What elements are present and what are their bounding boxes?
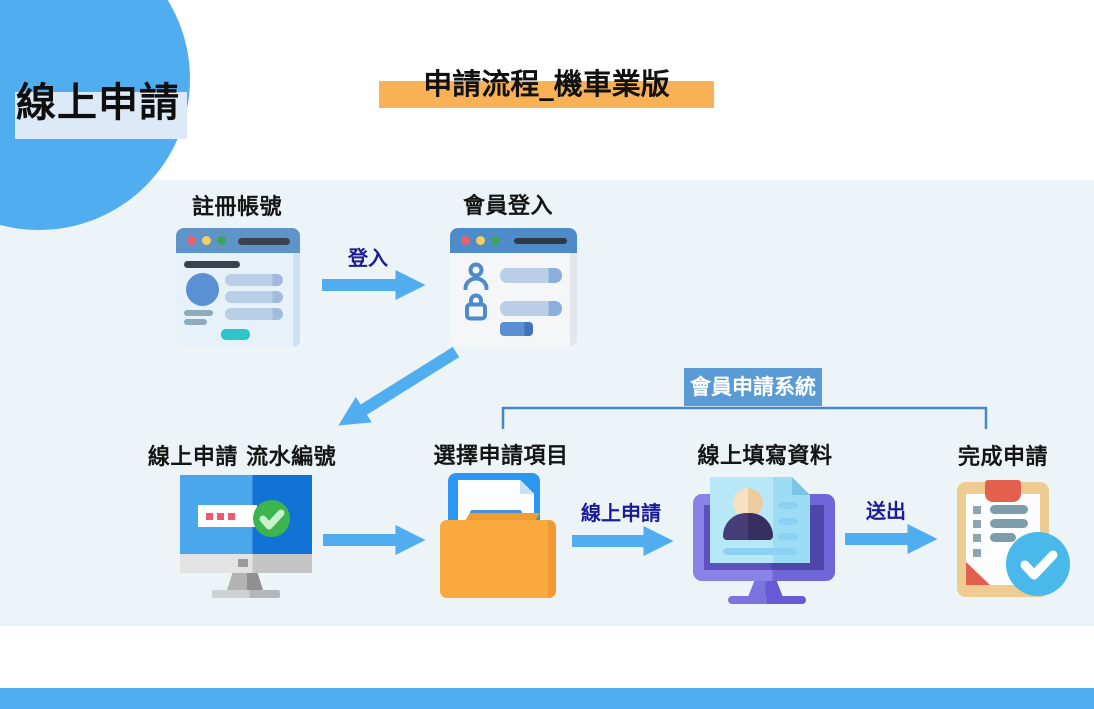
checklist-line bbox=[990, 519, 1028, 528]
brand-title: 線上申請 bbox=[16, 80, 180, 126]
register-button-shape bbox=[221, 329, 250, 340]
clipboard-check-icon bbox=[957, 480, 1070, 597]
checklist-box bbox=[973, 549, 981, 557]
avatar-body bbox=[723, 513, 773, 540]
monitor-logo bbox=[238, 559, 248, 567]
blue-check-circle bbox=[1006, 532, 1070, 596]
monitor-neck bbox=[227, 573, 263, 590]
folder-with-document-icon bbox=[440, 470, 557, 598]
checklist-line bbox=[990, 505, 1028, 514]
monitor-profile-form-icon bbox=[693, 477, 835, 604]
form-field bbox=[225, 291, 283, 303]
monitor-base bbox=[728, 596, 806, 604]
clipboard-clip bbox=[985, 480, 1021, 502]
login-button-shape bbox=[500, 322, 533, 336]
arrow-label-online-apply: 線上申請 bbox=[581, 501, 661, 525]
step-label-select-item: 選擇申請項目 bbox=[433, 444, 569, 469]
traffic-dot-green bbox=[491, 236, 500, 245]
traffic-dot-red bbox=[187, 236, 196, 245]
monitor-neck bbox=[748, 581, 783, 597]
check-icon bbox=[1020, 550, 1058, 580]
traffic-dot-yellow bbox=[476, 236, 485, 245]
avatar-circle bbox=[186, 273, 219, 306]
form-line-long bbox=[723, 548, 797, 555]
step-label-register: 註冊帳號 bbox=[191, 195, 283, 220]
brand-banner bbox=[15, 92, 187, 139]
password-box bbox=[198, 505, 257, 527]
lock-icon bbox=[465, 293, 487, 321]
step-label-fill-form: 線上填寫資料 bbox=[697, 444, 833, 469]
traffic-dot-red bbox=[461, 236, 470, 245]
text-line bbox=[184, 310, 213, 316]
username-field-shape bbox=[500, 268, 562, 283]
browser-login-window-icon bbox=[450, 228, 577, 346]
footer-bar bbox=[0, 688, 1094, 709]
folder-front bbox=[440, 520, 556, 598]
checklist-box bbox=[973, 534, 981, 542]
heading-line bbox=[184, 261, 240, 268]
green-check-circle bbox=[253, 500, 290, 537]
window-shade bbox=[293, 253, 300, 347]
arrow-label-login: 登入 bbox=[348, 246, 388, 270]
form-line bbox=[778, 533, 798, 540]
system-group-box: 會員申請系統 bbox=[684, 368, 822, 406]
checklist-box bbox=[973, 520, 981, 528]
title-highlight-bar bbox=[379, 81, 714, 108]
check-icon bbox=[259, 509, 285, 530]
page-fold bbox=[792, 477, 810, 495]
password-dot bbox=[206, 513, 213, 520]
step-label-serial-number: 線上申請 流水編號 bbox=[147, 445, 337, 470]
arrow-label-submit: 送出 bbox=[866, 499, 906, 523]
monitor-base bbox=[212, 590, 280, 598]
page-title: 申請流程_機車業版 bbox=[423, 67, 670, 101]
paper-fold-corner bbox=[966, 562, 990, 585]
password-dot bbox=[217, 513, 224, 520]
window-shade bbox=[570, 253, 577, 346]
browser-profile-window-icon bbox=[176, 228, 300, 347]
step-label-complete: 完成申請 bbox=[957, 445, 1049, 470]
document-line bbox=[470, 510, 522, 515]
desktop-password-check-icon bbox=[180, 475, 312, 599]
user-icon bbox=[463, 262, 489, 290]
address-bar bbox=[514, 238, 567, 244]
password-field-shape bbox=[500, 301, 562, 316]
form-field bbox=[225, 308, 283, 320]
address-bar bbox=[238, 238, 290, 245]
system-group-label: 會員申請系統 bbox=[690, 375, 816, 399]
text-line bbox=[184, 319, 207, 325]
step-label-login: 會員登入 bbox=[462, 194, 554, 219]
traffic-dot-yellow bbox=[202, 236, 211, 245]
form-field bbox=[225, 274, 283, 286]
checklist-line bbox=[990, 533, 1016, 542]
traffic-dot-green bbox=[217, 236, 226, 245]
checklist-box bbox=[973, 506, 981, 514]
form-line bbox=[778, 502, 798, 509]
password-dot bbox=[228, 513, 235, 520]
form-line bbox=[778, 518, 798, 525]
